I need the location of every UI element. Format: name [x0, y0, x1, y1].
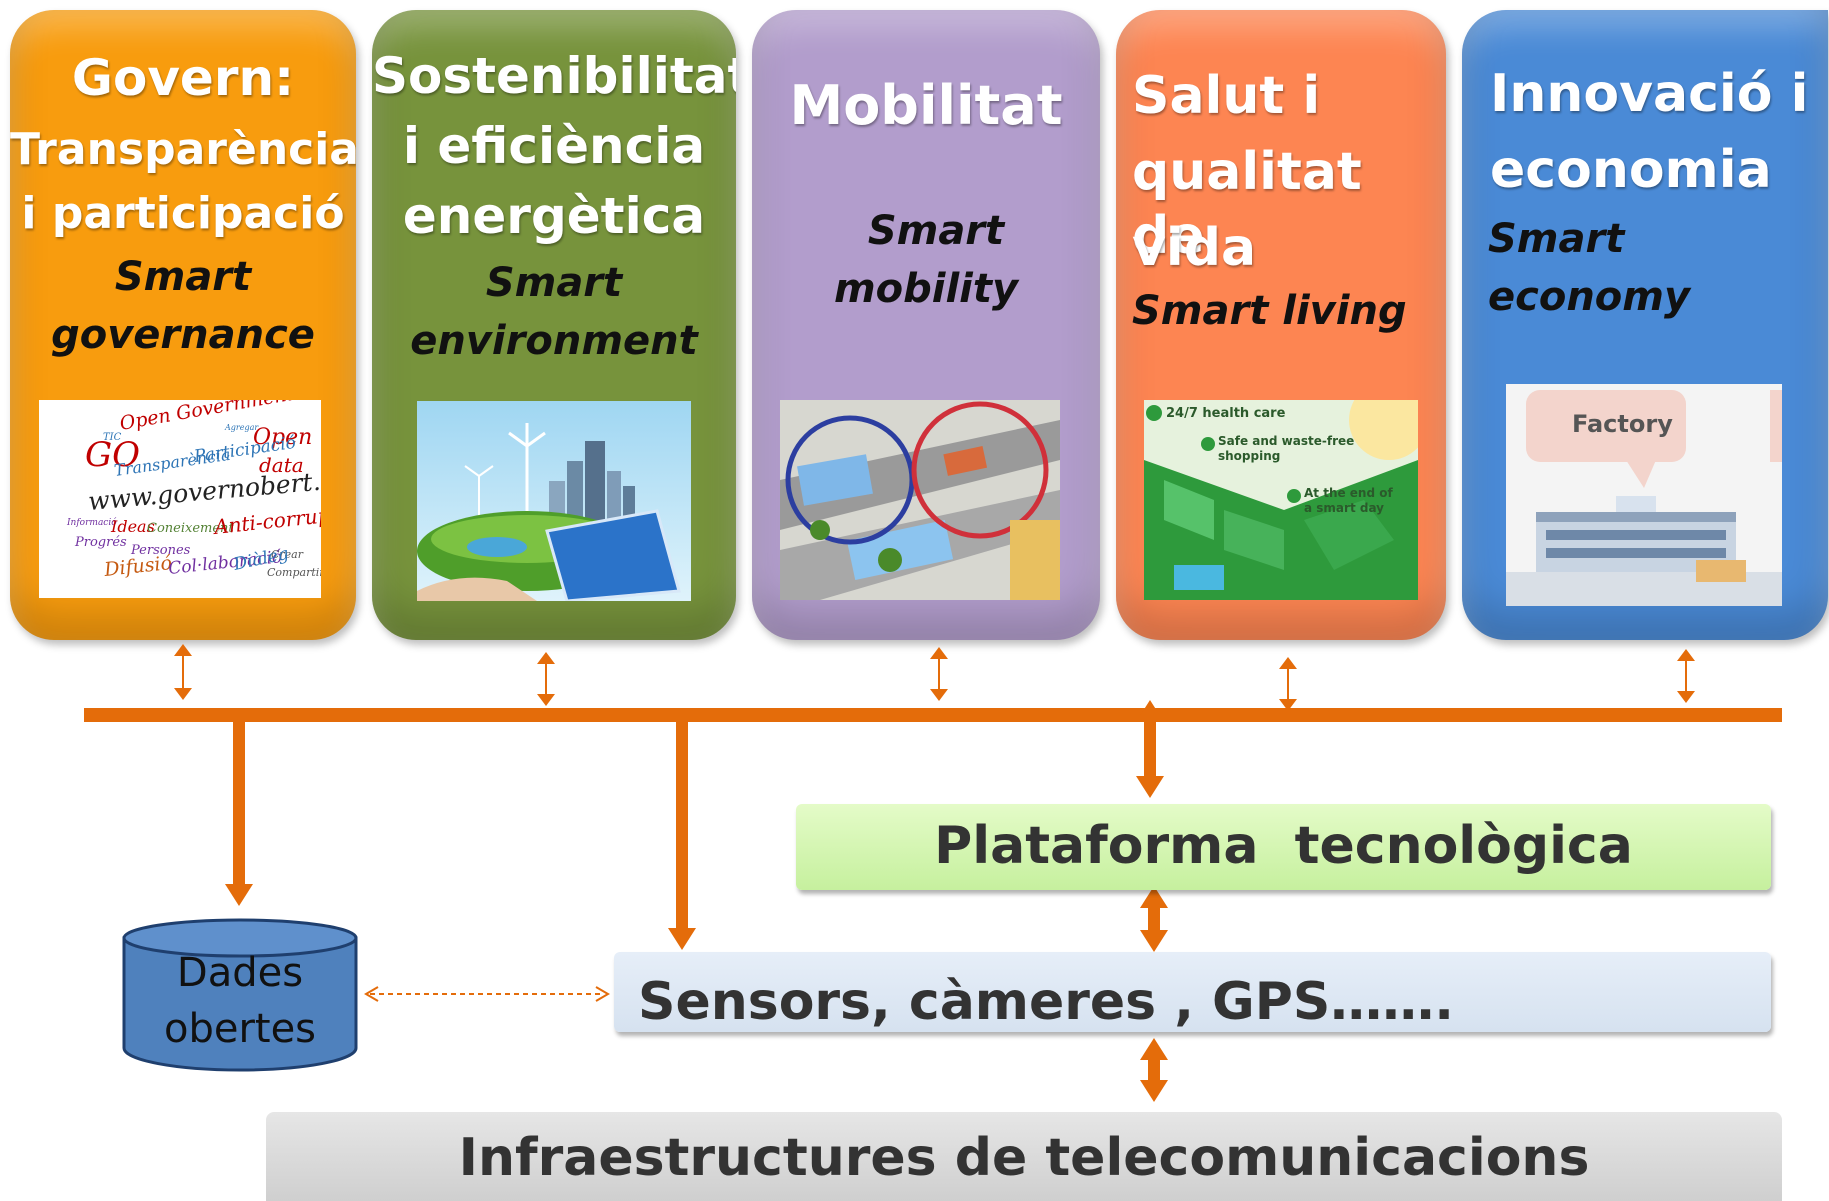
pillar-sostenibilitat-title-1: Sostenibilitat	[372, 47, 736, 105]
cloud-word: Agregar	[224, 423, 259, 432]
cloud-word: Difusió	[102, 552, 173, 581]
health-care-label: 24/7 health care	[1166, 406, 1286, 421]
pillar-sostenibilitat: Sostenibilitat i eficiència energètica S…	[372, 10, 736, 640]
pillar-innovacio-subtitle: Smart economy	[1488, 216, 1691, 320]
connector-bus	[84, 708, 1782, 722]
pillar-mobilitat-title: Mobilitat	[789, 74, 1063, 137]
pillar-salut-title-2: qualitat de	[1132, 142, 1362, 266]
pillar-mobilitat-subtitle-1: Smart	[867, 208, 1005, 254]
pillar-salut-subtitle: Smart living	[1132, 288, 1407, 334]
cloud-word: Anti-corrupció	[211, 500, 321, 539]
green-city-globe-image	[417, 401, 691, 601]
pillar-sostenibilitat-subtitle-1: Smart	[485, 260, 623, 306]
cloud-word: Open	[253, 425, 312, 450]
dades-obertes-database: Dades obertes	[120, 918, 360, 1072]
cloud-word: Progrés	[74, 535, 127, 550]
cloud-word: data	[259, 453, 304, 477]
dades-obertes-label-1: Dades	[176, 950, 304, 996]
pillar-mobilitat-subtitle-2: mobility	[833, 266, 1019, 312]
cloud-word: GO	[85, 435, 140, 475]
factory-image: Factory	[1506, 384, 1782, 606]
pillar-govern-title-2: Transparència	[10, 124, 356, 175]
pillar-innovacio-title-1: Innovació i	[1490, 64, 1809, 124]
pillar-sostenibilitat-title-2: i eficiència	[402, 117, 706, 175]
dashed-arrow-dades-sensors	[362, 984, 612, 1004]
cloud-word: Crear	[271, 548, 304, 561]
pillar-innovacio-title-2: economia	[1490, 140, 1772, 200]
infraestructures-label: Infraestructures de telecomunicacions	[458, 1128, 1590, 1188]
cloud-word: TIC	[103, 432, 122, 443]
cloud-word: Coneixement	[147, 521, 234, 536]
plataforma-tecnologica-label: Plataforma tecnològica	[934, 816, 1633, 876]
pillar-mobilitat: Mobilitat Smart mobility	[752, 10, 1100, 640]
pillar-salut-title-3: vida	[1132, 218, 1257, 278]
pillar-salut-title-1: Salut i	[1132, 66, 1321, 126]
pillar-govern: Govern: Transparència i participació Sma…	[10, 10, 356, 640]
cloud-word: Ideas	[110, 517, 155, 536]
dades-obertes-label-2: obertes	[163, 1006, 317, 1052]
sensors-layer: Sensors, càmeres , GPS…….	[614, 952, 1771, 1032]
smart-living-image: 24/7 health care Safe and waste-free sho…	[1144, 400, 1418, 600]
pillar-salut: Salut i qualitat de vida Smart living 24…	[1116, 10, 1446, 640]
factory-label: Factory	[1572, 410, 1673, 438]
pillar-sostenibilitat-title-3: energètica	[402, 187, 706, 245]
pillar-govern-title-3: i participació	[21, 188, 345, 239]
cloud-word: Compartir	[267, 566, 321, 579]
pillar-govern-subtitle-2: governance	[51, 312, 315, 358]
pillar-sostenibilitat-subtitle-2: environment	[410, 318, 698, 364]
pillar-govern-title-1: Govern:	[71, 49, 295, 107]
shopping-label: Safe and waste-free shopping	[1218, 434, 1355, 463]
cloud-word: Informació	[66, 517, 117, 528]
pillar-innovacio: Innovació i economia Smart economy Facto…	[1462, 10, 1828, 640]
plataforma-tecnologica-layer: Plataforma tecnològica	[796, 804, 1771, 890]
smart-day-label: At the end of a smart day	[1304, 486, 1393, 515]
pillar-govern-subtitle-1: Smart	[114, 254, 252, 300]
traffic-street-image	[780, 400, 1060, 600]
sensors-label: Sensors, càmeres , GPS…….	[638, 972, 1455, 1032]
open-government-word-cloud-image: TIC Open Government Agregar Open GO Tran…	[39, 400, 321, 598]
cloud-word: Persones	[130, 543, 191, 558]
infraestructures-layer: Infraestructures de telecomunicacions	[266, 1112, 1782, 1201]
